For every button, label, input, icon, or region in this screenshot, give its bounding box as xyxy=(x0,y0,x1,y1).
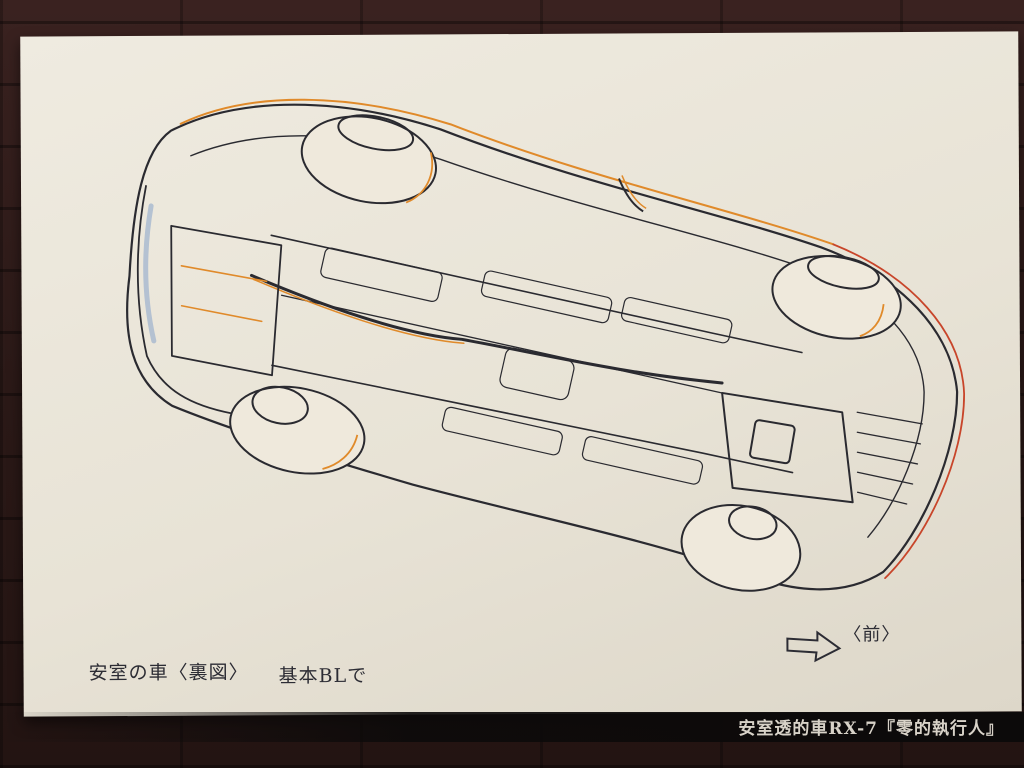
radiator-slats xyxy=(856,411,923,505)
frame-rail-bottom xyxy=(271,364,794,474)
frame-rail-top xyxy=(270,234,803,354)
car-body-orange-edge xyxy=(179,98,835,246)
wheel-rear-bottom xyxy=(229,385,366,475)
note-front-label: 〈前〉 xyxy=(843,624,901,646)
caption-bar xyxy=(0,712,1024,742)
exhaust-pipe-orange xyxy=(252,278,465,345)
frame-rail-mid xyxy=(280,294,723,394)
floor-panel-1 xyxy=(320,247,443,302)
car-body-outline xyxy=(126,103,959,591)
front-subframe xyxy=(721,391,854,504)
exhaust-pipe xyxy=(249,273,724,385)
drawing-paper: 安室の車〈裏図〉 基本BLで 〈前〉 xyxy=(20,31,1022,717)
rear-bumper-blue xyxy=(143,203,157,344)
car-underside-drawing xyxy=(126,98,966,592)
car-body-inner-line xyxy=(190,135,925,538)
floor-panel-5 xyxy=(581,436,704,485)
floor-panel-3 xyxy=(621,296,733,344)
rear-bumper xyxy=(136,185,234,415)
wheel-rear-bottom-hub xyxy=(251,385,309,425)
note-car-underside: 安室の車〈裏図〉 xyxy=(88,661,249,685)
caption-text: 安室透的車RX-7『零的執行人』 xyxy=(738,719,1004,739)
wheel-front-top xyxy=(771,255,902,340)
side-mirror xyxy=(618,178,644,213)
muffler xyxy=(499,347,575,401)
floor-panel-4 xyxy=(441,406,563,456)
front-direction-arrow-icon xyxy=(786,630,842,663)
front-crossmember xyxy=(749,419,796,465)
wheel-front-top-hub xyxy=(807,254,880,290)
wheel-rear-top xyxy=(300,115,438,205)
note-basic-bl: 基本BLで xyxy=(278,664,368,688)
floor-panel-2 xyxy=(480,270,613,324)
wheels xyxy=(229,114,902,592)
wheel-front-bottom-hub xyxy=(728,505,778,541)
car-body-red-edge xyxy=(832,243,966,579)
rear-suspension xyxy=(170,224,283,377)
rear-suspension-orange xyxy=(180,264,268,323)
wheel-rear-top-hub xyxy=(337,114,415,152)
wheel-color-accents xyxy=(322,152,885,470)
